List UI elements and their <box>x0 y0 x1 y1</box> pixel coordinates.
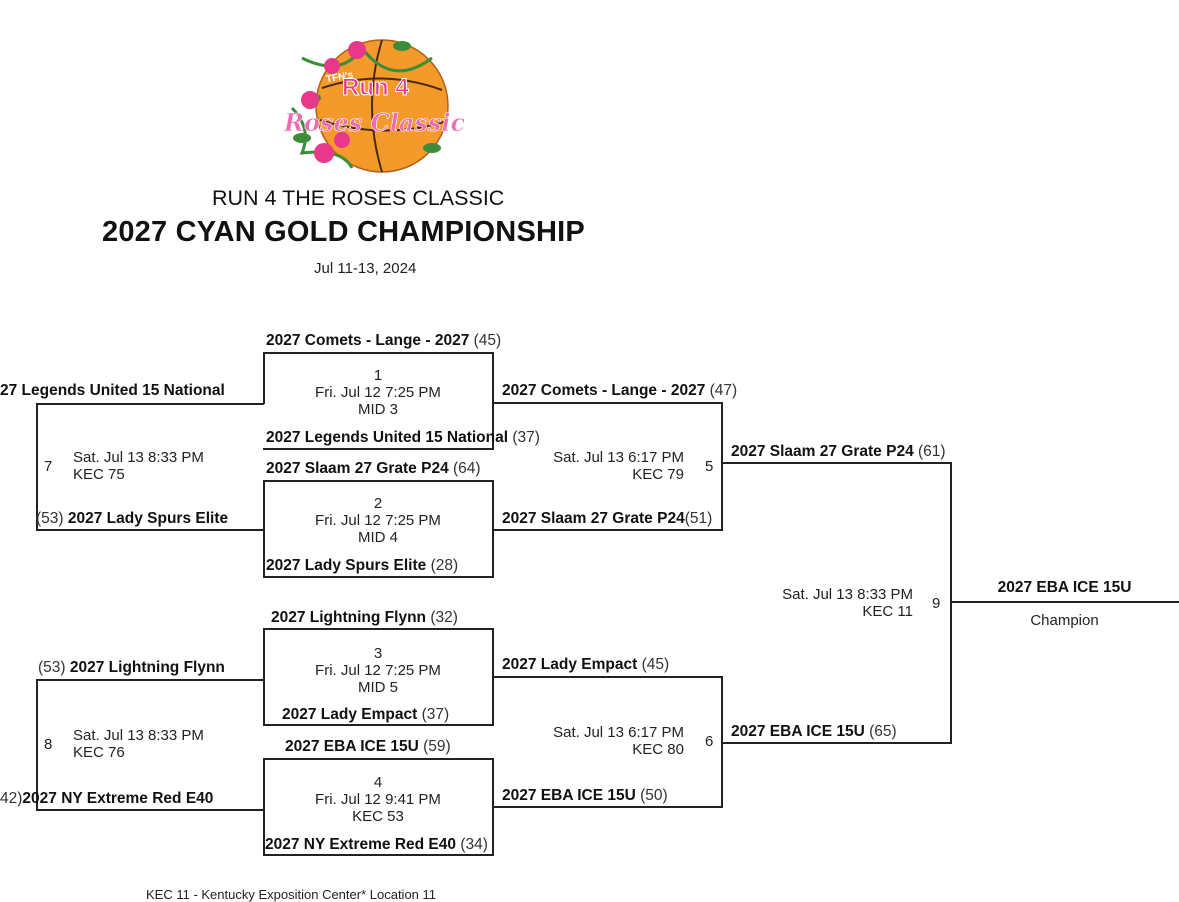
g1-team-top: 2027 Comets - Lange - 2027 (45) <box>266 332 502 349</box>
g7-team-bottom: (53) 2027 Lady Spurs Elite <box>36 510 229 527</box>
g7-team-top: 27 Legends United 15 National <box>0 382 225 399</box>
g6-team-bottom: 2027 EBA ICE 15U (50) <box>502 787 668 804</box>
g8-line-top <box>36 679 264 681</box>
basketball-roses-logo <box>290 39 449 173</box>
g5-line-right <box>721 402 723 530</box>
g9-team-bottom: 2027 EBA ICE 15U (65) <box>731 723 897 740</box>
g4-team-bottom: 2027 NY Extreme Red E40 (34) <box>265 836 488 853</box>
tournament-logo: TFN's Run 4 Roses Classic <box>282 28 472 178</box>
g5-datetime: Sat. Jul 13 6:17 PM <box>553 449 684 466</box>
g4-info: 4 Fri. Jul 12 9:41 PM KEC 53 <box>264 774 492 825</box>
g1-info: 1 Fri. Jul 12 7:25 PM MID 3 <box>264 367 492 418</box>
g5-line-bottom <box>492 529 723 531</box>
g3-line-left <box>263 628 265 725</box>
g7-location: KEC 75 <box>73 466 125 483</box>
g7-line-top <box>36 403 264 405</box>
g4-team-top: 2027 EBA ICE 15U (59) <box>285 738 451 755</box>
g3-datetime: Fri. Jul 12 7:25 PM <box>315 662 441 679</box>
g2-team-top: 2027 Slaam 27 Grate P24 (64) <box>266 460 481 477</box>
g9-number: 9 <box>932 595 941 612</box>
g7-info: Sat. Jul 13 8:33 PM KEC 75 <box>73 449 204 483</box>
g3-number: 3 <box>373 645 383 662</box>
g4-line-left <box>263 758 265 855</box>
g1-line-bottom <box>263 448 494 450</box>
g8-line-left <box>36 679 38 810</box>
g8-info: Sat. Jul 13 8:33 PM KEC 76 <box>73 727 204 761</box>
champion-line <box>950 601 1179 603</box>
champion-label: Champion <box>1030 612 1099 629</box>
g6-team-top: 2027 Lady Empact (45) <box>502 656 670 673</box>
champion-team: 2027 EBA ICE 15U <box>997 579 1132 596</box>
g4-line-bottom <box>263 854 494 856</box>
g6-info: Sat. Jul 13 6:17 PM KEC 80 <box>494 724 684 758</box>
g2-info: 2 Fri. Jul 12 7:25 PM MID 4 <box>264 495 492 546</box>
g4-location: KEC 53 <box>352 808 404 825</box>
g1-line-right <box>492 352 494 449</box>
g9-line-right <box>950 462 952 743</box>
g3-location: MID 5 <box>357 679 398 696</box>
g6-location: KEC 80 <box>632 741 684 758</box>
logo-brand-script: Roses Classic <box>284 108 466 138</box>
g5-team-top: 2027 Comets - Lange - 2027 (47) <box>502 382 738 399</box>
g2-number: 2 <box>373 495 383 512</box>
g3-team-bottom: 2027 Lady Empact (37) <box>282 706 450 723</box>
g6-line-bottom <box>492 806 723 808</box>
g1-datetime: Fri. Jul 12 7:25 PM <box>315 384 441 401</box>
g7-line-left <box>36 403 38 530</box>
g1-line-left <box>263 352 265 404</box>
g8-datetime: Sat. Jul 13 8:33 PM <box>73 727 204 744</box>
g6-line-top <box>492 676 723 678</box>
tournament-dates: Jul 11-13, 2024 <box>314 260 417 277</box>
g3-line-bottom <box>263 724 494 726</box>
tournament-subtitle: RUN 4 THE ROSES CLASSIC <box>212 186 505 210</box>
g9-info: Sat. Jul 13 8:33 PM KEC 11 <box>723 586 913 620</box>
g8-number: 8 <box>44 736 53 753</box>
g5-team-bottom: 2027 Slaam 27 Grate P24(51) <box>502 510 713 527</box>
g7-number: 7 <box>44 458 53 475</box>
g5-line-top <box>492 402 723 404</box>
location-legend: KEC 11 - Kentucky Exposition Center* Loc… <box>146 887 437 902</box>
g7-line-bottom <box>36 529 264 531</box>
g6-datetime: Sat. Jul 13 6:17 PM <box>553 724 684 741</box>
g4-line-top <box>263 758 494 760</box>
g6-number: 6 <box>705 733 714 750</box>
g4-datetime: Fri. Jul 12 9:41 PM <box>315 791 441 808</box>
g2-line-top <box>263 480 494 482</box>
tournament-title: 2027 CYAN GOLD CHAMPIONSHIP <box>102 216 585 248</box>
g3-info: 3 Fri. Jul 12 7:25 PM MID 5 <box>264 645 492 696</box>
g2-line-right <box>492 480 494 577</box>
g5-number: 5 <box>705 458 714 475</box>
g1-team-bottom: 2027 Legends United 15 National (37) <box>266 429 540 446</box>
g9-team-top: 2027 Slaam 27 Grate P24 (61) <box>731 443 946 460</box>
g9-datetime: Sat. Jul 13 8:33 PM <box>782 586 913 603</box>
g1-line-top <box>263 352 494 354</box>
g8-location: KEC 76 <box>73 744 125 761</box>
g7-datetime: Sat. Jul 13 8:33 PM <box>73 449 204 466</box>
g3-team-top: 2027 Lightning Flynn (32) <box>271 609 458 626</box>
g5-info: Sat. Jul 13 6:17 PM KEC 79 <box>494 449 684 483</box>
g2-line-left <box>263 480 265 577</box>
g9-location: KEC 11 <box>862 603 913 620</box>
g2-datetime: Fri. Jul 12 7:25 PM <box>315 512 441 529</box>
g1-location: MID 3 <box>357 401 398 418</box>
g2-location: MID 4 <box>357 529 398 546</box>
g8-team-top: (53) 2027 Lightning Flynn <box>38 659 225 676</box>
g8-team-bottom: 42)2027 NY Extreme Red E40 <box>0 790 214 807</box>
g9-line-top <box>721 462 952 464</box>
g9-line-bottom <box>721 742 952 744</box>
g8-line-bottom <box>36 809 264 811</box>
g4-number: 4 <box>373 774 383 791</box>
g1-number: 1 <box>373 367 383 384</box>
g2-team-bottom: 2027 Lady Spurs Elite (28) <box>266 557 459 574</box>
logo-brand-main: Run 4 <box>342 74 410 102</box>
g3-line-top <box>263 628 494 630</box>
g6-line-right <box>721 676 723 807</box>
g2-line-bottom <box>263 576 494 578</box>
g5-location: KEC 79 <box>632 466 684 483</box>
